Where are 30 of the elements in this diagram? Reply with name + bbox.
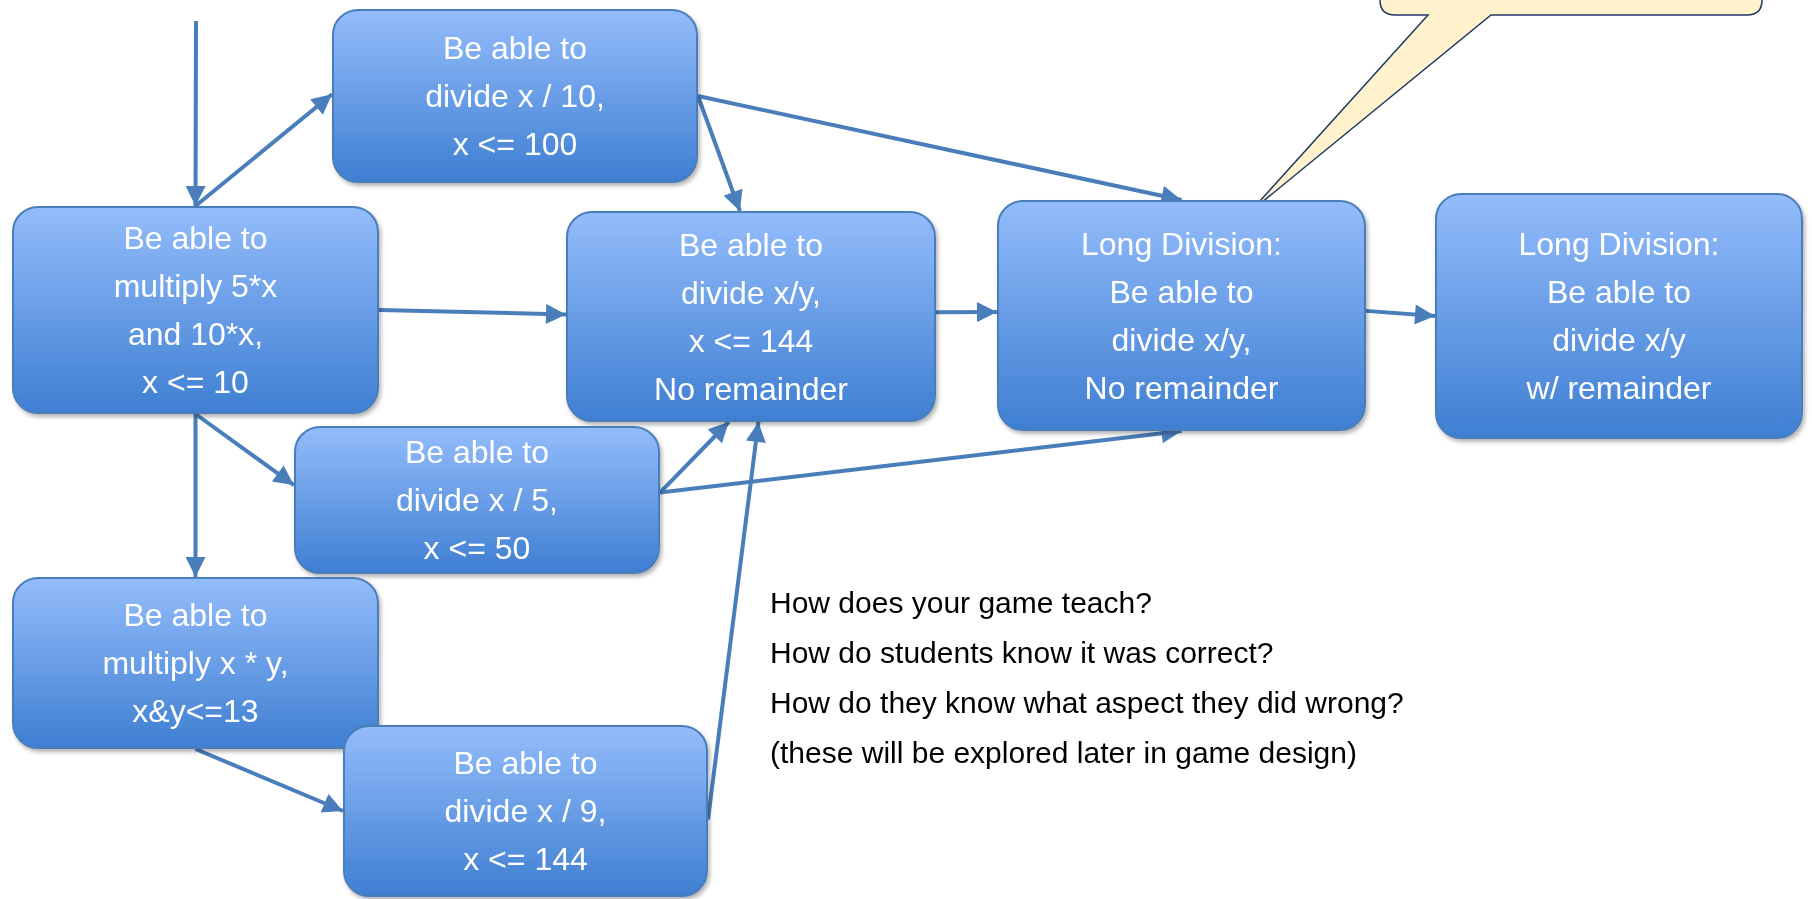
arrow bbox=[1365, 304, 1436, 325]
note-text: How do they know what aspect they did wrong? bbox=[770, 685, 1404, 721]
note-text: (these will be explored later in game design) bbox=[770, 735, 1357, 771]
process-box bbox=[12, 206, 379, 414]
node-text: Long Division: Be able to divide x/y w/ remainder bbox=[1518, 225, 1720, 408]
process-box bbox=[294, 426, 660, 574]
arrow bbox=[194, 92, 334, 208]
arrow bbox=[194, 747, 344, 813]
node-text: Be able to divide x / 10, x <= 100 bbox=[425, 29, 605, 164]
arrow bbox=[658, 420, 731, 494]
node-text: Be able to divide x/y, x <= 144 No remainder bbox=[654, 225, 848, 409]
arrow bbox=[696, 95, 743, 212]
node-text: Be able to multiply x * y, x&y<=13 bbox=[102, 596, 289, 731]
node-text: Be able to divide x / 9, x <= 144 bbox=[444, 744, 607, 879]
process-box bbox=[343, 725, 708, 897]
process-box bbox=[332, 9, 698, 183]
note-text: How do students know it was correct? bbox=[770, 635, 1274, 671]
process-box bbox=[997, 200, 1366, 431]
process-box bbox=[566, 211, 936, 422]
process-box bbox=[12, 577, 379, 749]
process-box bbox=[1435, 193, 1803, 439]
note-text: How does your game teach? bbox=[770, 585, 1152, 621]
arrow bbox=[185, 414, 206, 577]
node-text: Be able to divide x / 5, x <= 50 bbox=[396, 433, 558, 568]
arrow bbox=[185, 21, 206, 206]
node-text: Be able to multiply 5*x and 10*x, x <= 10 bbox=[113, 219, 278, 402]
arrow bbox=[936, 302, 997, 323]
node-text: Long Division: Be able to divide x/y, No remainder bbox=[1081, 224, 1282, 408]
arrow bbox=[378, 303, 567, 324]
arrow bbox=[706, 421, 766, 820]
